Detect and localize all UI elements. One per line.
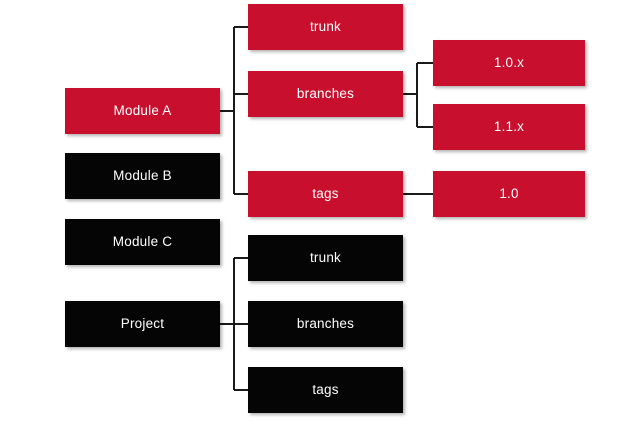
node-label-module-c: Module C <box>112 234 173 250</box>
node-project-branches[interactable]: branches <box>248 301 403 347</box>
node-tag-10[interactable]: 1.0 <box>433 171 585 217</box>
node-branch-10x[interactable]: 1.0.x <box>433 40 585 86</box>
node-label-project-tags: tags <box>312 382 339 398</box>
node-label-project-branches: branches <box>296 316 355 332</box>
node-label-project-trunk: trunk <box>309 250 341 266</box>
node-project-tags[interactable]: tags <box>248 367 403 413</box>
node-label-module-b: Module B <box>113 168 172 184</box>
node-module-a-trunk[interactable]: trunk <box>248 4 403 50</box>
node-module-c[interactable]: Module C <box>65 219 220 265</box>
node-project[interactable]: Project <box>65 301 220 347</box>
node-module-b[interactable]: Module B <box>65 153 220 199</box>
node-branch-11x[interactable]: 1.1.x <box>433 104 585 150</box>
node-label-module-a-trunk: trunk <box>309 19 341 35</box>
node-label-project: Project <box>120 316 165 332</box>
edge-module-a-to-children <box>220 25 248 196</box>
node-label-module-a-branches: branches <box>296 86 355 102</box>
node-module-a-tags[interactable]: tags <box>248 171 403 217</box>
node-label-tag-10: 1.0 <box>499 186 519 202</box>
node-module-a-branches[interactable]: branches <box>248 71 403 117</box>
node-label-branch-11x: 1.1.x <box>493 119 525 135</box>
node-label-branch-10x: 1.0.x <box>493 55 525 71</box>
edge-project-to-children <box>220 256 248 392</box>
edge-branches-to-versions <box>403 61 433 129</box>
node-project-trunk[interactable]: trunk <box>248 235 403 281</box>
node-label-module-a-tags: tags <box>312 186 339 202</box>
node-module-a[interactable]: Module A <box>65 88 220 134</box>
node-label-module-a: Module A <box>113 103 172 119</box>
